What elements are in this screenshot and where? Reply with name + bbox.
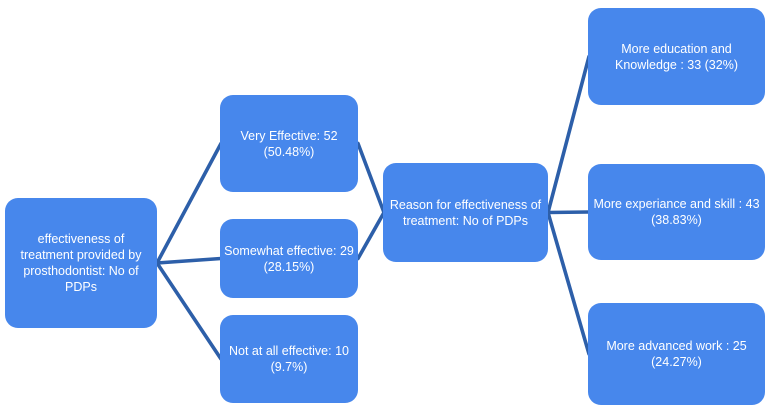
node-label: effectiveness of treatment provided by p… <box>20 232 142 294</box>
node-reason-for-effectiveness: Reason for effectiveness of treatment: N… <box>383 163 548 262</box>
node-more-experience-skill: More experiance and skill : 43 (38.83%) <box>588 164 765 260</box>
connector-line-reason-advanced <box>546 210 591 356</box>
node-label: Not at all effective: 10 (9.7%) <box>229 344 349 374</box>
connector-line-root-notatall <box>155 261 223 361</box>
connector-line-somewhat-reason <box>356 210 386 261</box>
node-very-effective: Very Effective: 52 (50.48%) <box>220 95 358 192</box>
connector-line-root-very <box>155 141 223 265</box>
node-label: Somewhat effective: 29 (28.15%) <box>224 243 354 274</box>
node-label: Reason for effectiveness of treatment: N… <box>389 197 542 228</box>
node-label: More advanced work : 25 (24.27%) <box>606 339 747 369</box>
node-effectiveness-of-treatment: effectiveness of treatment provided by p… <box>5 198 157 328</box>
node-not-at-all-effective: Not at all effective: 10 (9.7%) <box>220 315 358 403</box>
node-label: More education and Knowledge : 33 (32%) <box>615 41 738 72</box>
connector-line-root-somewhat <box>155 256 223 265</box>
node-more-advanced-work: More advanced work : 25 (24.27%) <box>588 303 765 405</box>
connector-line-reason-experience <box>546 210 591 215</box>
node-label: Very Effective: 52 (50.48%) <box>240 128 338 159</box>
node-somewhat-effective: Somewhat effective: 29 (28.15%) <box>220 219 358 298</box>
connector-line-reason-education <box>546 54 591 215</box>
node-more-education-knowledge: More education and Knowledge : 33 (32%) <box>588 8 765 105</box>
connector-line-very-reason <box>356 141 386 215</box>
node-label: More experiance and skill : 43 (38.83%) <box>593 197 760 227</box>
